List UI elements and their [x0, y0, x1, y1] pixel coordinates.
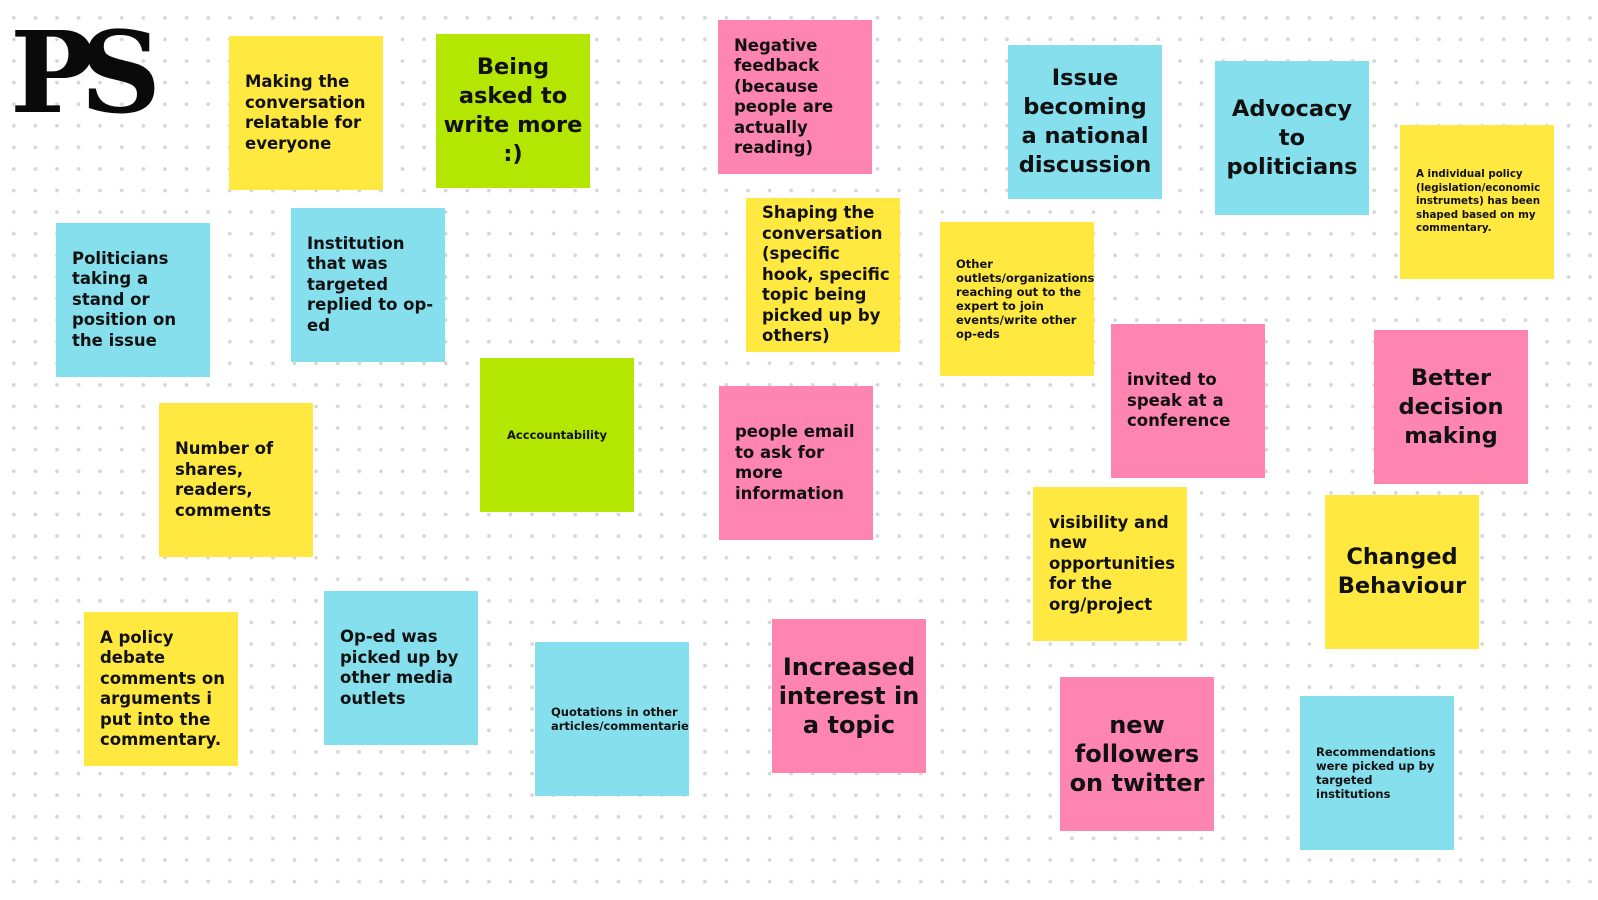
sticky-note-recommendations-picked-up[interactable]: Recommendations were picked up by target…: [1300, 696, 1454, 850]
ps-logo: PS: [10, 8, 161, 139]
sticky-note-text: Better decision making: [1398, 364, 1504, 449]
sticky-note-visibility-new-opportunities[interactable]: visibility and new opportunities for the…: [1033, 487, 1187, 641]
sticky-note-text: Number of shares, readers, comments: [175, 439, 274, 520]
sticky-note-text: Politicians taking a stand or position o…: [72, 248, 177, 350]
sticky-note-other-outlets-reaching-out[interactable]: Other outlets/organizations reaching out…: [940, 222, 1094, 376]
sticky-note-better-decision-making[interactable]: Better decision making: [1374, 330, 1528, 484]
sticky-note-text: Recommendations were picked up by target…: [1316, 745, 1436, 801]
sticky-note-policy-debate-comments[interactable]: A policy debate comments on arguments i …: [84, 612, 238, 766]
sticky-note-shaping-the-conversation[interactable]: Shaping the conversation (specific hook,…: [746, 198, 900, 352]
sticky-note-text: Acccountability: [507, 428, 607, 442]
sticky-note-text: new followers on twitter: [1069, 710, 1205, 797]
sticky-note-text: A policy debate comments on arguments i …: [100, 627, 225, 750]
sticky-note-text: A individual policy (legislation/economi…: [1416, 168, 1541, 235]
sticky-note-number-of-shares[interactable]: Number of shares, readers, comments: [159, 403, 313, 557]
sticky-note-text: Other outlets/organizations reaching out…: [956, 257, 1094, 341]
sticky-note-text: Shaping the conversation (specific hook,…: [762, 203, 890, 346]
sticky-note-changed-behaviour[interactable]: Changed Behaviour: [1325, 495, 1479, 649]
sticky-note-text: Quotations in other articles/commentarie…: [551, 705, 689, 733]
sticky-note-text: Advocacy to politicians: [1226, 95, 1358, 180]
sticky-note-invited-to-speak[interactable]: invited to speak at a conference: [1111, 324, 1265, 478]
sticky-note-institution-replied[interactable]: Institution that was targeted replied to…: [291, 208, 445, 362]
sticky-note-quotations-in-other-articles[interactable]: Quotations in other articles/commentarie…: [535, 642, 689, 796]
sticky-note-people-email[interactable]: people email to ask for more information: [719, 386, 873, 540]
sticky-note-accountability[interactable]: Acccountability: [480, 358, 634, 512]
sticky-note-making-conversation-relatable[interactable]: Making the conversation relatable for ev…: [229, 36, 383, 190]
sticky-note-being-asked-to-write-more[interactable]: Being asked to write more :): [436, 34, 590, 188]
sticky-note-increased-interest[interactable]: Increased interest in a topic: [772, 619, 926, 773]
sticky-note-text: people email to ask for more information: [735, 422, 855, 503]
sticky-note-text: visibility and new opportunities for the…: [1049, 512, 1176, 614]
sticky-note-individual-policy-shaped[interactable]: A individual policy (legislation/economi…: [1400, 125, 1554, 279]
sticky-note-text: Negative feedback (because people are ac…: [734, 35, 834, 158]
sticky-note-text: Institution that was targeted replied to…: [307, 233, 434, 335]
sticky-note-text: Issue becoming a national discussion: [1018, 65, 1152, 178]
sticky-note-text: Being asked to write more :): [443, 54, 583, 167]
sticky-note-advocacy-to-politicians[interactable]: Advocacy to politicians: [1215, 61, 1369, 215]
sticky-note-text: invited to speak at a conference: [1127, 370, 1231, 431]
sticky-note-politicians-taking-stand[interactable]: Politicians taking a stand or position o…: [56, 223, 210, 377]
sticky-note-text: Changed Behaviour: [1337, 544, 1467, 599]
sticky-note-text: Op-ed was picked up by other media outle…: [340, 627, 459, 708]
sticky-note-text: Making the conversation relatable for ev…: [245, 72, 366, 153]
sticky-note-op-ed-picked-up[interactable]: Op-ed was picked up by other media outle…: [324, 591, 478, 745]
sticky-note-negative-feedback[interactable]: Negative feedback (because people are ac…: [718, 20, 872, 174]
sticky-note-issue-national-discussion[interactable]: Issue becoming a national discussion: [1008, 45, 1162, 199]
sticky-note-text: Increased interest in a topic: [778, 652, 920, 739]
sticky-note-new-followers-twitter[interactable]: new followers on twitter: [1060, 677, 1214, 831]
